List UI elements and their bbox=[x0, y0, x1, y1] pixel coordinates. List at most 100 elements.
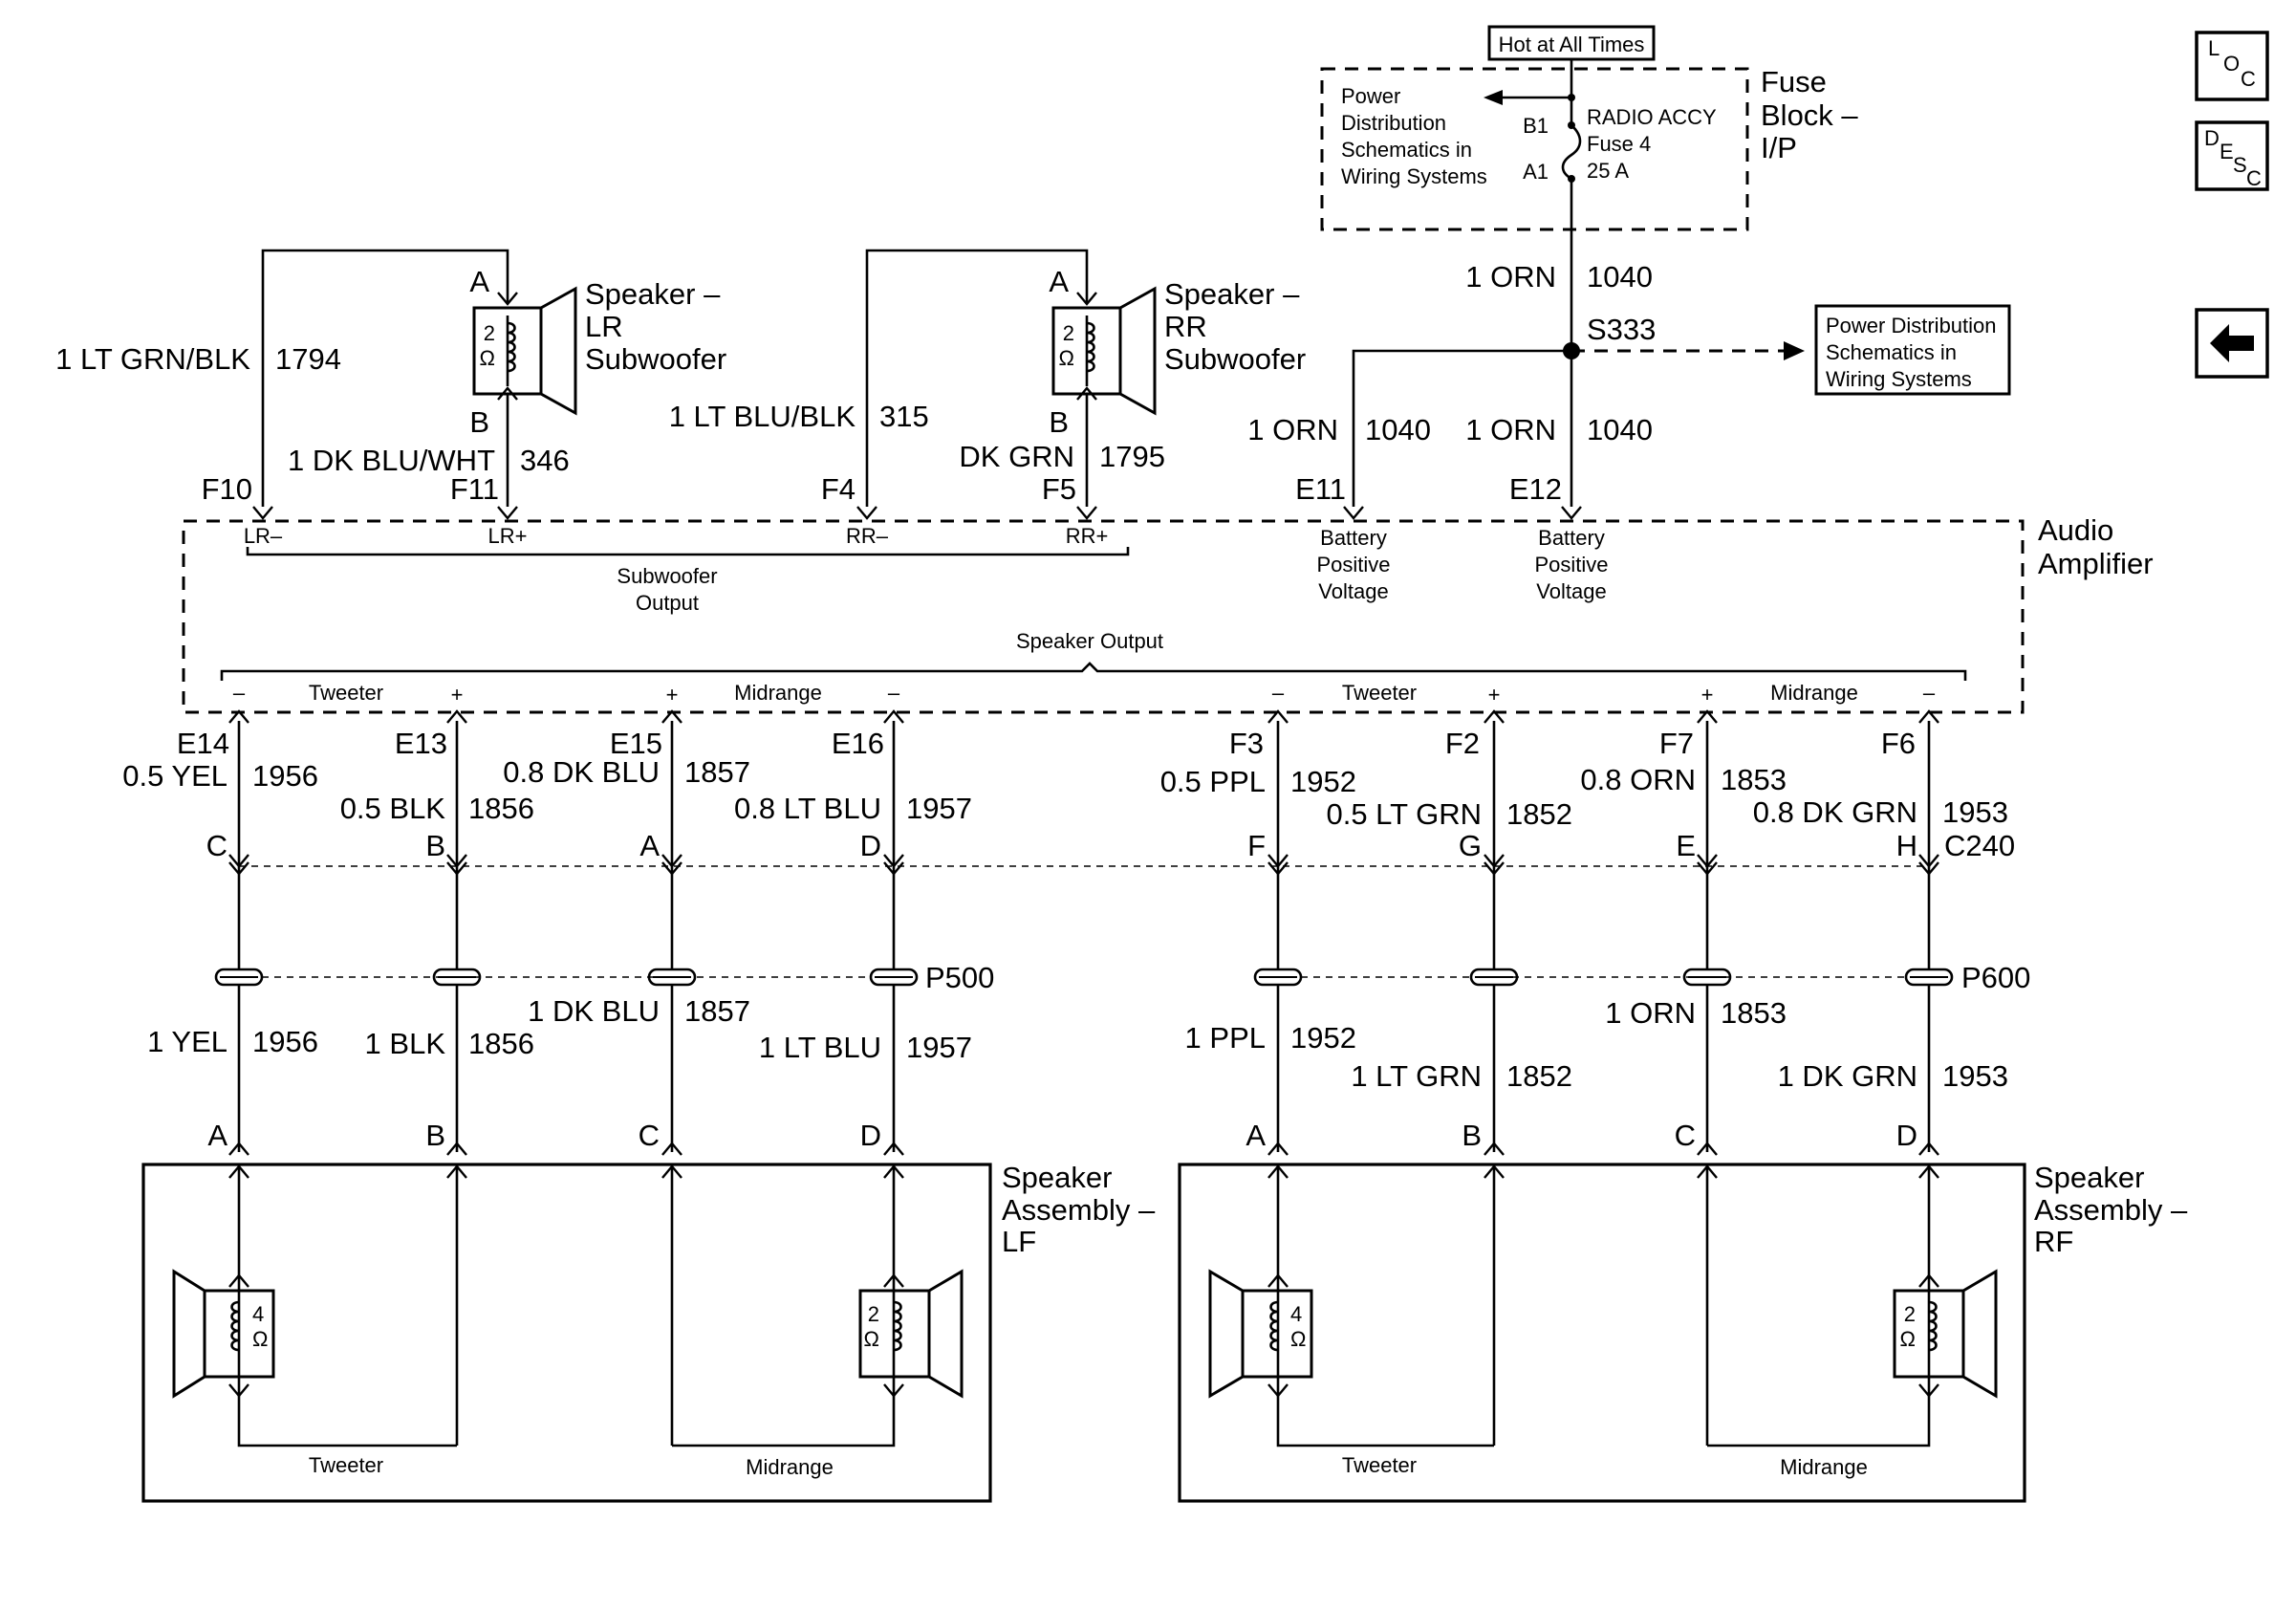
desc-letter-s: S bbox=[2233, 153, 2247, 177]
lr-title-3: Subwoofer bbox=[585, 342, 726, 376]
lf-mid-minus: – bbox=[888, 681, 900, 705]
rr-ohms: 2 bbox=[1063, 321, 1074, 345]
lr-pin-b: B bbox=[469, 405, 489, 439]
rr-circuit-a: 315 bbox=[879, 400, 929, 433]
rf-c240-pin-0: F bbox=[1247, 829, 1266, 862]
lf-amp-pin-2: E15 bbox=[610, 727, 662, 760]
pd2-text-2: Schematics in bbox=[1826, 340, 1957, 364]
subwoofer-output-1: Subwoofer bbox=[617, 564, 717, 588]
speaker-assembly-lf: Speaker Assembly – LF 4 Ω Tweeter 2 Ω Mi… bbox=[141, 1161, 1156, 1503]
lf-spk-pin-3: D bbox=[860, 1119, 881, 1152]
pd-text-2: Distribution bbox=[1341, 111, 1446, 135]
lf-spk-pin-2: C bbox=[639, 1119, 660, 1152]
lf-tweeter-plus: + bbox=[451, 683, 464, 707]
rf-wire1-0: 0.5 PPL bbox=[1160, 765, 1266, 798]
lr-ohms: 2 bbox=[484, 321, 495, 345]
lr-circuit-a: 1794 bbox=[275, 342, 341, 376]
lf-midrange-caption: Midrange bbox=[746, 1455, 834, 1479]
rr-wire-a: 1 LT BLU/BLK bbox=[669, 400, 856, 433]
rf-tweeter-speaker-icon bbox=[1208, 1269, 1245, 1399]
lf-spk-pin-1: B bbox=[425, 1119, 445, 1152]
rf-tweeter-caption: Tweeter bbox=[1342, 1453, 1417, 1477]
rf-midrange-ohms: 2 bbox=[1904, 1302, 1916, 1326]
pd-arrow-icon bbox=[1484, 90, 1503, 105]
lf-wire2-2: 1 DK BLU bbox=[528, 994, 660, 1028]
pin-a1: A1 bbox=[1523, 160, 1549, 184]
desc-button[interactable]: D E S C bbox=[2195, 120, 2269, 191]
batt-e11-1: Battery bbox=[1320, 526, 1387, 550]
speaker-output-bracket bbox=[220, 662, 1967, 681]
rr-term-b: RR+ bbox=[1066, 524, 1109, 548]
lf-tweeter-caption: Tweeter bbox=[309, 1453, 383, 1477]
lf-wire1-3: 0.8 LT BLU bbox=[734, 792, 881, 825]
lr-conn-b: F11 bbox=[450, 472, 499, 506]
rf-title-3: RF bbox=[2034, 1225, 2073, 1258]
lf-circuit2-3: 1957 bbox=[906, 1031, 972, 1064]
rr-wire-b: DK GRN bbox=[959, 440, 1074, 473]
lf-midrange-speaker-icon bbox=[927, 1269, 964, 1399]
lf-tweeter-label: Tweeter bbox=[309, 681, 383, 705]
lf-tweeter-speaker-icon bbox=[172, 1269, 206, 1399]
rf-title-2: Assembly – bbox=[2034, 1193, 2188, 1227]
pd2-box bbox=[1814, 304, 2011, 396]
lr-wire-b: 1 DK BLU/WHT bbox=[288, 444, 495, 477]
lf-mid-plus: + bbox=[666, 683, 679, 707]
rf-tweeter-label: Tweeter bbox=[1342, 681, 1417, 705]
rr-title-2: RR bbox=[1164, 310, 1207, 343]
fuse-rating: 25 A bbox=[1587, 159, 1629, 183]
lf-wire2-1: 1 BLK bbox=[365, 1027, 446, 1060]
back-button[interactable] bbox=[2195, 308, 2269, 379]
pin-b1: B1 bbox=[1523, 114, 1549, 138]
fuse-block-outline bbox=[1320, 67, 1749, 231]
fuse-name: RADIO ACCY bbox=[1587, 105, 1717, 129]
lf-tweeter-minus: – bbox=[233, 681, 246, 705]
fuse-block: Hot at All Times Fuse Block – I/P Power … bbox=[1320, 25, 1858, 231]
conn-e12: E12 bbox=[1509, 472, 1562, 506]
amplifier-title-1: Audio bbox=[2038, 513, 2113, 547]
lf-circuit1-1: 1856 bbox=[468, 792, 534, 825]
lf-amp-pin-0: E14 bbox=[177, 727, 229, 760]
rf-circuit2-3: 1953 bbox=[1942, 1059, 2008, 1093]
rf-tweeter-plus: + bbox=[1488, 683, 1501, 707]
pd-text-4: Wiring Systems bbox=[1341, 164, 1487, 188]
pd-text-1: Power bbox=[1341, 84, 1400, 108]
speaker-output-label: Speaker Output bbox=[1016, 629, 1163, 653]
power-feed: 1 ORN 1040 S333 Power Distribution Schem… bbox=[1247, 229, 2011, 603]
rf-tweeter-ohm-sym: Ω bbox=[1290, 1327, 1306, 1351]
lf-title-2: Assembly – bbox=[1002, 1193, 1156, 1227]
lr-speaker-icon bbox=[539, 286, 577, 416]
lr-ohm-sym: Ω bbox=[480, 346, 495, 370]
rf-wire2-1: 1 LT GRN bbox=[1351, 1059, 1482, 1093]
wire-e11-circuit: 1040 bbox=[1365, 413, 1431, 446]
lf-wire2-0: 1 YEL bbox=[147, 1025, 227, 1058]
rf-circuit1-3: 1953 bbox=[1942, 795, 2008, 829]
rr-pin-a: A bbox=[1049, 265, 1069, 298]
lr-circuit-b: 346 bbox=[520, 444, 570, 477]
rr-term-a: RR– bbox=[846, 524, 889, 548]
lf-c240-pin-0: C bbox=[206, 829, 227, 862]
connector-p600-label: P600 bbox=[1961, 961, 2030, 994]
lr-term-a: LR– bbox=[244, 524, 283, 548]
rf-tweeter-minus: – bbox=[1272, 681, 1285, 705]
loc-button[interactable]: L O C bbox=[2195, 31, 2269, 101]
loc-letter-o: O bbox=[2223, 52, 2240, 76]
rf-wire1-1: 0.5 LT GRN bbox=[1326, 797, 1482, 831]
lf-tweeter-ohms: 4 bbox=[252, 1302, 264, 1326]
connector-c240-label: C240 bbox=[1944, 829, 2015, 862]
lf-circuit1-3: 1957 bbox=[906, 792, 972, 825]
hot-at-all-times-label: Hot at All Times bbox=[1499, 33, 1645, 56]
audio-amplifier-outline bbox=[182, 519, 2025, 714]
conn-e11: E11 bbox=[1295, 472, 1346, 506]
rr-speaker-icon bbox=[1118, 286, 1157, 416]
lf-circuit1-0: 1956 bbox=[252, 759, 318, 793]
pd2-text-3: Wiring Systems bbox=[1826, 367, 1972, 391]
rf-title-1: Speaker bbox=[2034, 1161, 2144, 1194]
loc-letter-l: L bbox=[2208, 36, 2220, 60]
rf-circuit1-0: 1952 bbox=[1290, 765, 1356, 798]
wire-top-circuit: 1040 bbox=[1587, 260, 1653, 294]
wire-e11-color: 1 ORN bbox=[1247, 413, 1338, 446]
wire-top-color: 1 ORN bbox=[1465, 260, 1556, 294]
lr-pin-a: A bbox=[469, 265, 489, 298]
loc-letter-c: C bbox=[2241, 67, 2256, 91]
